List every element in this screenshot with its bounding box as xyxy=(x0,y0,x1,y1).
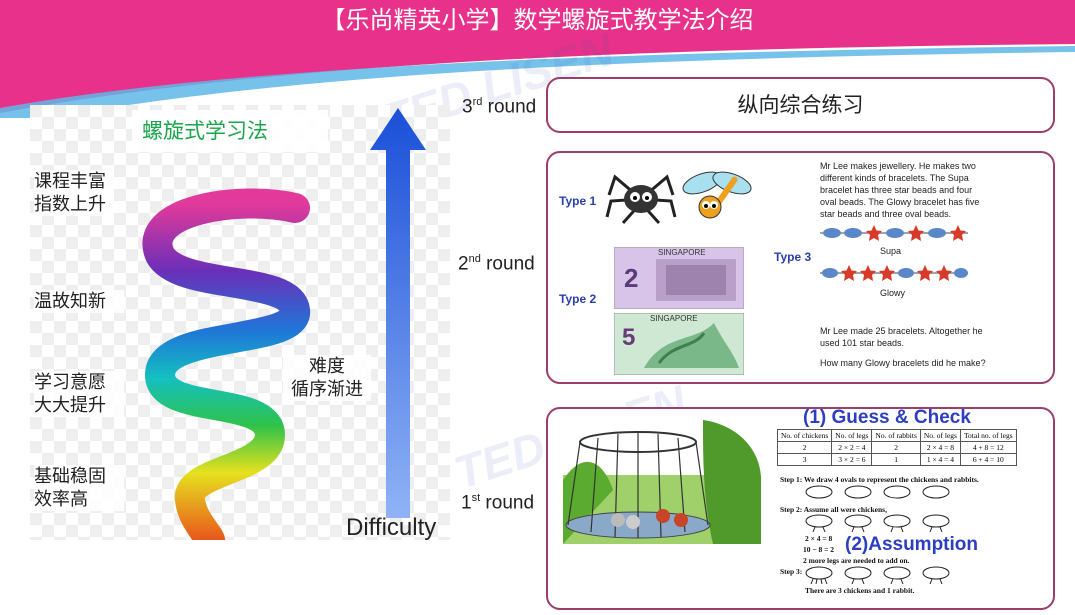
round-3-box xyxy=(546,77,1055,133)
calc-line-2: 10 − 8 = 2 xyxy=(803,545,835,554)
table-cell: 1 xyxy=(871,453,921,466)
table-header: No. of rabbits xyxy=(871,429,921,442)
banknote-label: SINGAPORE xyxy=(650,314,698,323)
supa-label: Supa xyxy=(880,246,902,256)
step-3-animals xyxy=(805,566,950,584)
round-2-label: 2nd round xyxy=(458,253,535,275)
supa-bracelet xyxy=(820,225,968,241)
spider-illustration xyxy=(605,174,677,225)
page-title: 【乐尚精英小学】数学螺旋式教学法介绍 xyxy=(321,6,754,34)
dragonfly-illustration xyxy=(682,171,752,219)
round-3-label: 3rd round xyxy=(462,96,537,118)
round-1-label: 1st round xyxy=(461,492,535,514)
step-2-chickens xyxy=(805,514,950,532)
banknote-5-dollar: 5 xyxy=(614,313,744,375)
table-row: No. of chickens No. of legs No. of rabbi… xyxy=(776,429,1017,442)
calc-line-1: 2 × 4 = 8 xyxy=(805,534,833,543)
banknote-label: SINGAPORE xyxy=(658,248,706,257)
glowy-bracelet xyxy=(820,265,968,281)
label-rich-curriculum: 课程丰富 指数上升 xyxy=(34,170,114,216)
svg-text:2: 2 xyxy=(624,263,638,293)
title-swoosh xyxy=(0,38,1075,118)
problem-statement: Mr Lee makes jewellery. He makes two dif… xyxy=(820,161,980,219)
table-cell: 3 × 2 = 6 xyxy=(831,453,873,466)
svg-text:5: 5 xyxy=(622,324,635,351)
title-bar xyxy=(0,0,1075,40)
label-motivation: 学习意愿 大大提升 xyxy=(34,371,124,417)
cage-illustration xyxy=(563,420,761,544)
final-answer: There are 3 chickens and 1 rabbit. xyxy=(805,586,915,595)
problem-data: Mr Lee made 25 bracelets. Altogether he … xyxy=(820,326,983,348)
label-foundation: 基础稳固 效率高 xyxy=(34,465,124,511)
difficulty-label: Difficulty xyxy=(346,514,437,541)
label-review: 温故知新 xyxy=(34,290,124,313)
spiral-graphic xyxy=(142,188,310,540)
spiral-heading-box xyxy=(132,110,328,152)
step-1-text: Step 1: We draw 4 ovals to represent the… xyxy=(780,475,979,484)
table-cell: 2 xyxy=(871,441,921,454)
table-cell: 2 × 4 = 8 xyxy=(919,441,961,454)
difficulty-arrow xyxy=(370,108,426,518)
table-row: 2 2 × 2 = 4 2 2 × 4 = 8 4 + 8 = 12 xyxy=(776,441,1017,454)
table-header: No. of legs xyxy=(919,429,961,442)
type-2-label: Type 2 xyxy=(559,292,597,306)
step-1-ovals xyxy=(805,485,950,499)
table-cell: 4 + 8 = 12 xyxy=(959,441,1017,454)
step-2-text: Step 2: Assume all were chickens, xyxy=(780,505,887,514)
table-row: 3 3 × 2 = 6 1 1 × 4 = 4 6 + 4 = 10 xyxy=(776,453,1017,466)
table-cell: 2 × 2 = 4 xyxy=(831,441,873,454)
problem-question: How many Glowy bracelets did he make? xyxy=(820,358,986,368)
calc-line-3: 2 more legs are needed to add on. xyxy=(803,556,910,565)
step-3-text: Step 3: xyxy=(780,567,803,576)
guess-check-heading: (1) Guess & Check xyxy=(803,407,971,428)
table-cell: 3 xyxy=(776,453,833,466)
glowy-label: Glowy xyxy=(880,288,906,298)
table-header: No. of chickens xyxy=(776,429,833,442)
table-cell: 2 xyxy=(776,441,833,454)
table-header: Total no. of legs xyxy=(959,429,1017,442)
banknote-2-dollar: 2 xyxy=(614,247,744,309)
label-difficulty-progressive: 难度 循序渐进 xyxy=(283,355,371,401)
spiral-heading: 螺旋式学习法 xyxy=(142,119,268,143)
table-cell: 1 × 4 = 4 xyxy=(919,453,961,466)
assumption-heading: (2)Assumption xyxy=(845,534,978,555)
guess-check-table: No. of chickens No. of legs No. of rabbi… xyxy=(776,429,1017,466)
table-header: No. of legs xyxy=(831,429,873,442)
table-cell: 6 + 4 = 10 xyxy=(959,453,1017,466)
type-1-label: Type 1 xyxy=(559,194,597,208)
round-3-text: 纵向综合练习 xyxy=(737,93,864,117)
type-3-label: Type 3 xyxy=(774,250,812,264)
